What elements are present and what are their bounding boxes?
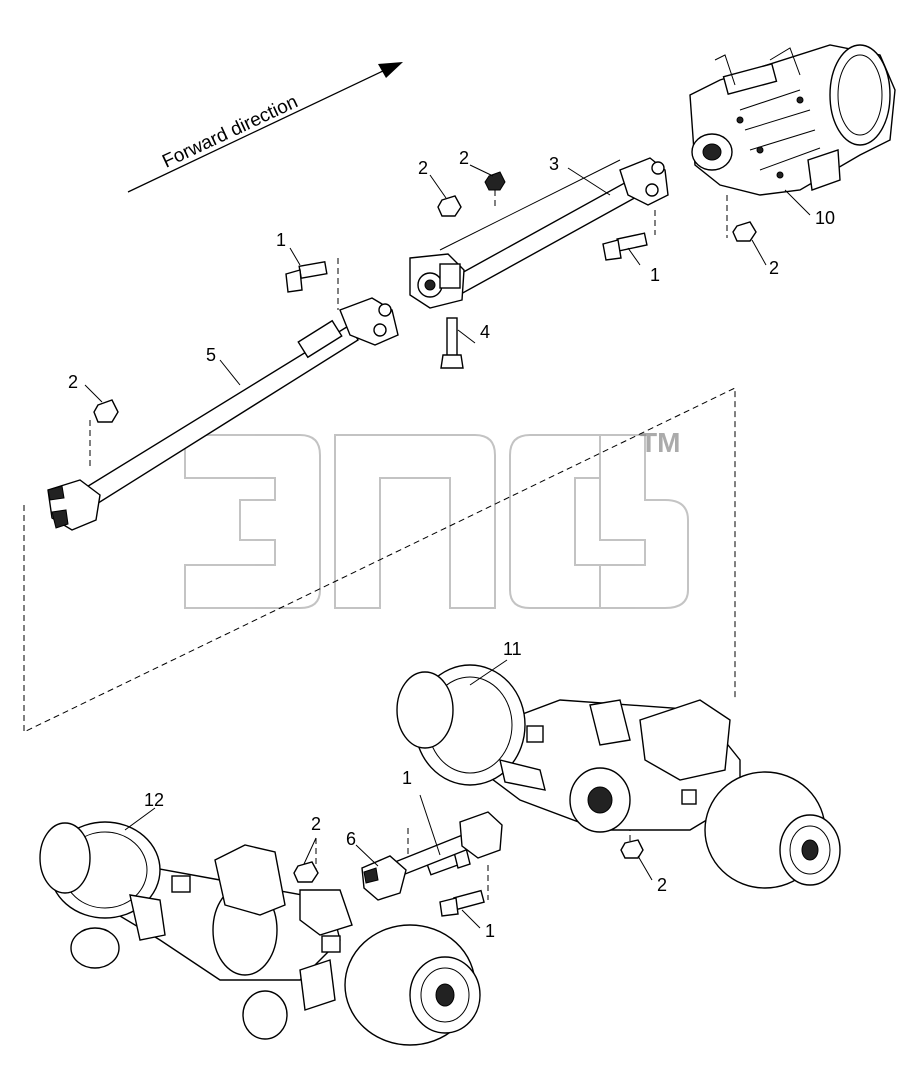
nut-2-upper-b — [484, 171, 506, 191]
watermark-logo — [184, 434, 689, 609]
bolt-1-lower-right — [439, 889, 485, 917]
callout-6: 6 — [346, 829, 356, 849]
callout-2-upper-b: 2 — [459, 148, 469, 168]
callout-2-shaft5: 2 — [68, 372, 78, 392]
connection-dashed-lines — [23, 180, 736, 900]
drive-axle-12 — [39, 821, 481, 1046]
callout-4: 4 — [480, 322, 490, 342]
leader-lines — [84, 164, 811, 929]
bolt-4 — [440, 317, 464, 369]
callout-2-lower-right: 2 — [657, 875, 667, 895]
callout-11: 11 — [503, 639, 522, 659]
bolt-1-upper-right — [602, 232, 648, 261]
callout-5: 5 — [206, 345, 216, 365]
propeller-shaft-3 — [438, 157, 669, 301]
callout-labels: 1 1 1 1 2 2 2 2 2 2 3 4 5 6 10 11 12 — [68, 148, 835, 941]
bolt-1-lower-center — [425, 847, 471, 876]
transmission — [689, 44, 896, 196]
callout-1-upper-right: 1 — [650, 265, 660, 285]
nut-2-shaft5 — [93, 399, 119, 423]
center-bearing — [409, 253, 465, 309]
callout-10: 10 — [815, 208, 835, 228]
callout-3: 3 — [549, 154, 559, 174]
forward-direction-arrow — [127, 62, 403, 193]
nut-2-lower-left — [293, 861, 319, 883]
callout-1-lower-right: 1 — [485, 921, 495, 941]
callout-2-transmission: 2 — [769, 258, 779, 278]
propeller-shaft-5 — [47, 297, 399, 531]
callout-1-lower-center: 1 — [402, 768, 412, 788]
nut-2-lower-right — [620, 839, 644, 859]
watermark-tm: TM — [640, 427, 680, 458]
forward-direction-label: Forward direction — [159, 91, 301, 172]
nut-2-upper-a — [437, 195, 462, 217]
callout-1-upper-left: 1 — [276, 230, 286, 250]
nut-2-transmission — [732, 221, 757, 242]
propeller-shaft-6 — [361, 811, 503, 901]
rear-axle-11 — [396, 664, 841, 889]
callout-12: 12 — [144, 790, 164, 810]
callout-2-upper-a: 2 — [418, 158, 428, 178]
callout-2-lower-left: 2 — [311, 814, 321, 834]
bolt-1-upper-left — [285, 261, 328, 293]
